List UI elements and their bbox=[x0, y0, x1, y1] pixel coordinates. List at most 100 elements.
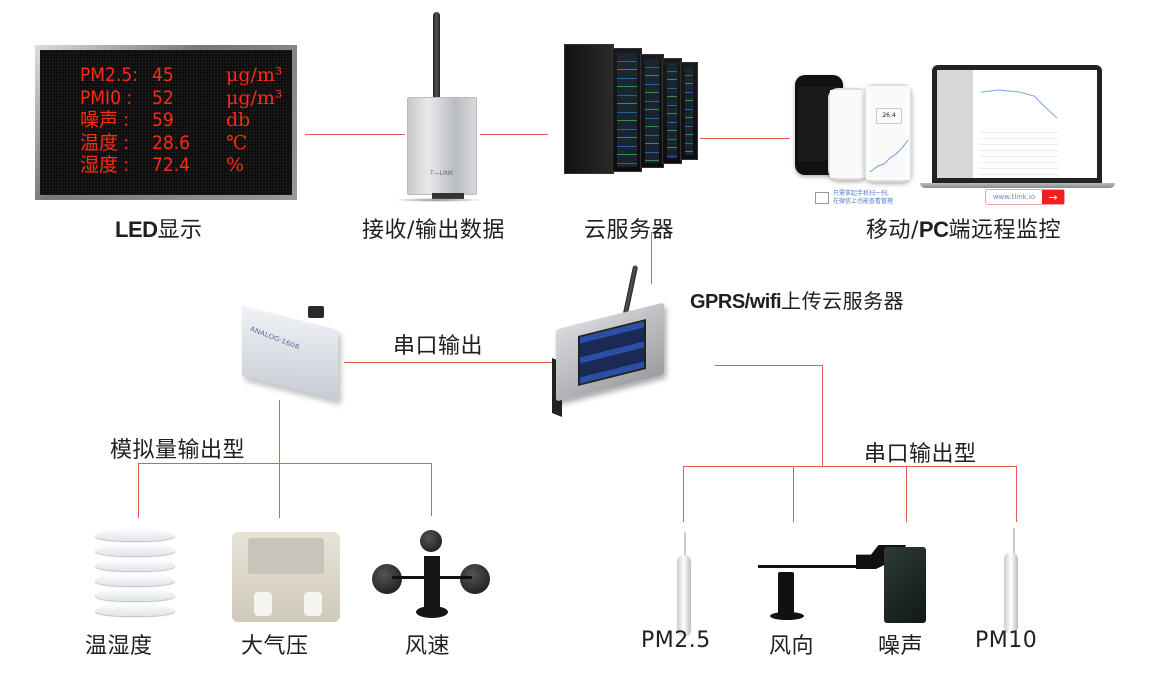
server-racks-icon bbox=[564, 44, 700, 174]
server-rack bbox=[640, 54, 664, 168]
receiver-device: T—LINK bbox=[407, 97, 477, 199]
wind-vane-post bbox=[778, 572, 794, 616]
phone-list bbox=[828, 88, 868, 180]
led-unit: μg/m³ bbox=[226, 64, 283, 86]
led-key: 湿度 : bbox=[80, 154, 130, 176]
serial-drop-4 bbox=[1016, 466, 1017, 522]
led-unit: μg/m³ bbox=[226, 86, 283, 109]
noise-sensor bbox=[884, 547, 926, 623]
anemometer-cup bbox=[372, 564, 402, 594]
url-text: www.tlink.io bbox=[992, 193, 1036, 201]
analog-group-label: 模拟量输出型 bbox=[110, 438, 246, 463]
phone-chart: 26.4 bbox=[864, 84, 912, 182]
sensor-label: PM2.5 bbox=[641, 628, 711, 653]
laptop-chart-line bbox=[980, 89, 1058, 119]
receiver-shadow bbox=[392, 198, 484, 202]
sensor-label: 风速 bbox=[405, 634, 451, 659]
led-row: 湿度 : 72.4% bbox=[80, 154, 292, 177]
gateway-device bbox=[556, 302, 664, 402]
cable-gland bbox=[304, 592, 322, 616]
analog-module: ANALOG·1608 bbox=[242, 306, 338, 400]
pm25-sensor bbox=[677, 555, 691, 637]
led-key: PMI0 : bbox=[80, 86, 133, 109]
receiver-logo: T—LINK bbox=[430, 170, 454, 177]
connector-analog-gateway bbox=[344, 362, 559, 363]
led-key: 温度 : bbox=[80, 131, 130, 154]
led-caption-rest: 显示 bbox=[157, 218, 203, 243]
antenna-icon bbox=[433, 12, 440, 102]
connector-gateway-serial bbox=[715, 365, 823, 366]
connector-analog-drop bbox=[279, 400, 280, 518]
connector-server-monitor bbox=[700, 138, 790, 139]
sensor-label: 风向 bbox=[769, 634, 815, 659]
gateway-screen bbox=[578, 319, 646, 386]
led-unit: db bbox=[226, 109, 251, 131]
analog-drop-1 bbox=[138, 463, 139, 518]
connector-serial-drop bbox=[822, 365, 823, 466]
qr-note-text: 只需拿起手机扫一扫,在微信上也能查看管理 bbox=[833, 190, 894, 205]
serial-drop-3 bbox=[906, 466, 907, 522]
led-value: 72.4 bbox=[152, 154, 191, 176]
laptop-sidebar bbox=[937, 70, 973, 178]
led-row: 温度 : 28.6 ℃ bbox=[80, 132, 292, 155]
sensor-label: 噪声 bbox=[878, 634, 924, 659]
server-rack bbox=[662, 58, 682, 164]
arrow-right-icon[interactable]: → bbox=[1042, 190, 1064, 204]
laptop bbox=[932, 65, 1102, 183]
qr-code-icon bbox=[815, 192, 829, 204]
anemometer-base bbox=[416, 606, 448, 618]
gateway-upload-caption: GPRS/wifi上传云服务器 bbox=[690, 289, 905, 313]
laptop-screen bbox=[937, 70, 1097, 178]
led-key: PM2.5: bbox=[80, 64, 138, 86]
serial-output-label: 串口输出 bbox=[393, 334, 484, 359]
led-unit: % bbox=[226, 154, 245, 176]
wind-vane-arm bbox=[758, 565, 868, 568]
connector-server-gateway bbox=[651, 232, 652, 284]
server-rack bbox=[680, 62, 698, 160]
serial-group-label: 串口输出型 bbox=[864, 442, 977, 467]
connector-receiver-server bbox=[480, 134, 548, 135]
serial-drop-1 bbox=[683, 466, 684, 522]
anemometer-sensor bbox=[372, 528, 492, 624]
sensor-label: PM10 bbox=[975, 628, 1038, 653]
pm25-cable bbox=[684, 532, 686, 558]
led-value: 52 bbox=[152, 86, 174, 109]
server-rack bbox=[612, 48, 642, 172]
led-key: 噪声 : bbox=[80, 109, 130, 131]
remote-monitor-caption: 移动/PC端远程监控 bbox=[866, 217, 1061, 243]
led-value: 59 bbox=[152, 109, 174, 131]
phone-screen bbox=[830, 90, 866, 178]
temp-humidity-sensor bbox=[95, 528, 175, 620]
serial-drop-2 bbox=[793, 466, 794, 522]
sensor-label: 温湿度 bbox=[85, 634, 153, 659]
server-rack bbox=[564, 44, 614, 174]
gateway-antenna-icon bbox=[622, 265, 639, 315]
laptop-table bbox=[979, 132, 1059, 176]
receiver-caption: 接收/输出数据 bbox=[362, 218, 505, 243]
wind-vane-base bbox=[770, 612, 804, 620]
analog-drop-3 bbox=[431, 463, 432, 516]
cable-gland bbox=[254, 592, 272, 616]
barometer-sensor bbox=[232, 532, 340, 622]
anemometer-cup bbox=[420, 530, 442, 552]
analog-model: ANALOG·1608 bbox=[249, 324, 300, 352]
laptop-base bbox=[920, 183, 1115, 188]
anemometer-cup bbox=[460, 564, 490, 594]
sensor-label: 大气压 bbox=[241, 634, 309, 659]
url-field[interactable]: www.tlink.io → bbox=[985, 189, 1065, 205]
led-caption-bold: LED bbox=[115, 217, 158, 242]
qr-note: 只需拿起手机扫一扫,在微信上也能查看管理 bbox=[815, 190, 893, 206]
led-row: PMI0 : 52 μg/m³ bbox=[80, 87, 292, 110]
analog-connector bbox=[308, 306, 324, 318]
baro-window bbox=[248, 538, 324, 574]
phone-chart-line bbox=[869, 139, 909, 173]
led-unit: ℃ bbox=[226, 131, 248, 154]
terminal-block bbox=[432, 193, 464, 199]
analog-bus bbox=[138, 463, 432, 464]
led-value: 28.6 bbox=[152, 131, 191, 154]
pm10-cable bbox=[1013, 528, 1015, 554]
serial-bus bbox=[683, 466, 1017, 467]
phone-value-box: 26.4 bbox=[876, 108, 902, 124]
